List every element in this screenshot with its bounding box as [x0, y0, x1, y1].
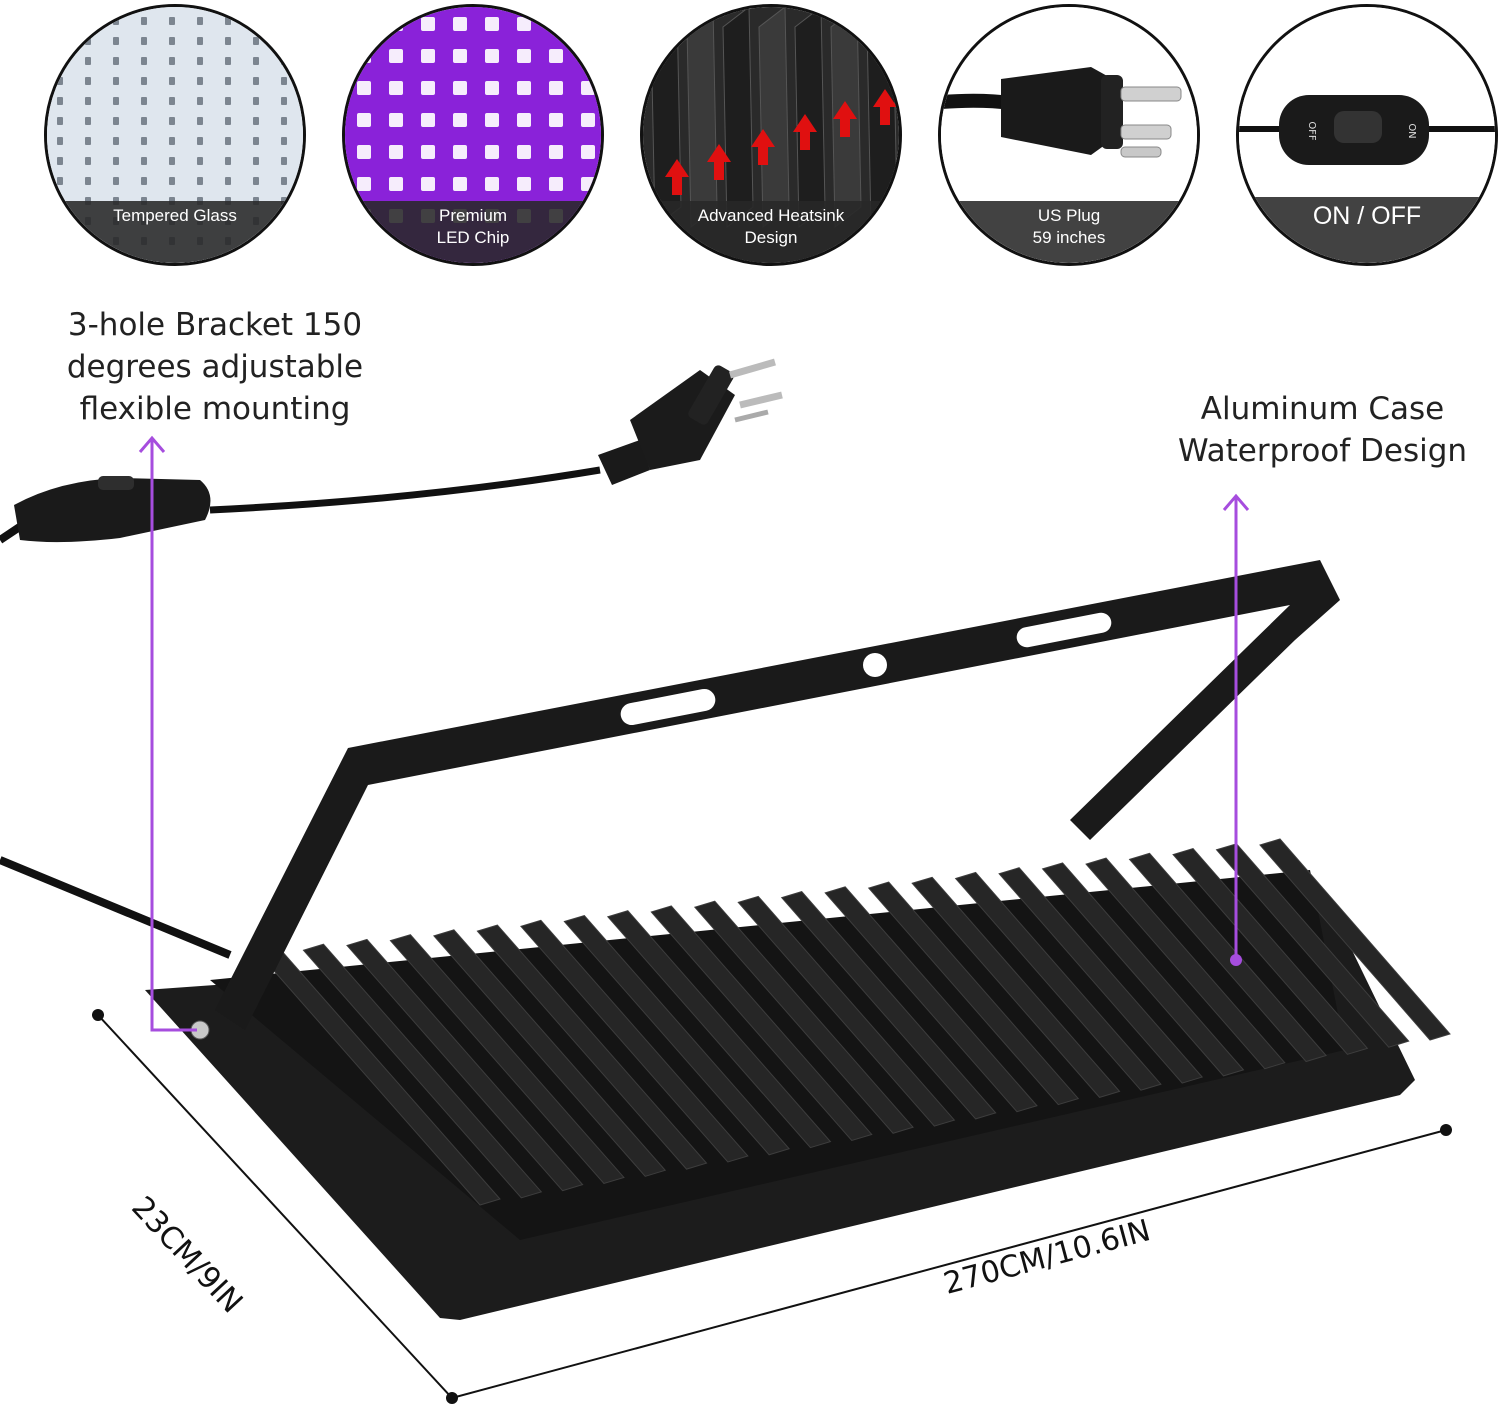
feature-heatsink: Advanced Heatsink Design	[640, 4, 902, 266]
case-callout-dot	[1230, 954, 1242, 966]
bracket-hole-left	[620, 688, 716, 726]
plug	[598, 358, 783, 485]
depth-dimension-line	[92, 1009, 458, 1404]
feature-caption: Premium LED Chip	[345, 201, 601, 263]
switch-off-label: OFF	[1306, 121, 1317, 141]
bracket-callout: 3-hole Bracket 150 degrees adjustable fl…	[66, 307, 364, 427]
bracket-hole-center	[863, 653, 887, 677]
mounting-bracket	[215, 560, 1340, 1030]
case-callout-arrow	[1222, 493, 1250, 960]
heatsink-fins	[259, 838, 1451, 1206]
feature-caption: US Plug 59 inches	[941, 201, 1197, 263]
feature-caption: Advanced Heatsink Design	[643, 201, 899, 263]
feature-switch: OFF ON ON / OFF	[1236, 4, 1498, 266]
feature-tempered-glass: Tempered Glass	[44, 4, 306, 266]
switch-on-label: ON	[1406, 123, 1417, 138]
feature-us-plug: US Plug 59 inches	[938, 4, 1200, 266]
case-callout: Aluminum Case Waterproof Design	[1177, 391, 1468, 469]
inline-switch	[14, 476, 211, 543]
feature-caption: Tempered Glass	[47, 201, 303, 263]
feature-caption: ON / OFF	[1239, 197, 1495, 263]
bracket-hole-right	[1016, 612, 1112, 648]
width-dimension-line	[451, 1124, 1452, 1399]
feature-led-chip: Premium LED Chip	[342, 4, 604, 266]
bracket-callout-arrow	[138, 435, 197, 1032]
